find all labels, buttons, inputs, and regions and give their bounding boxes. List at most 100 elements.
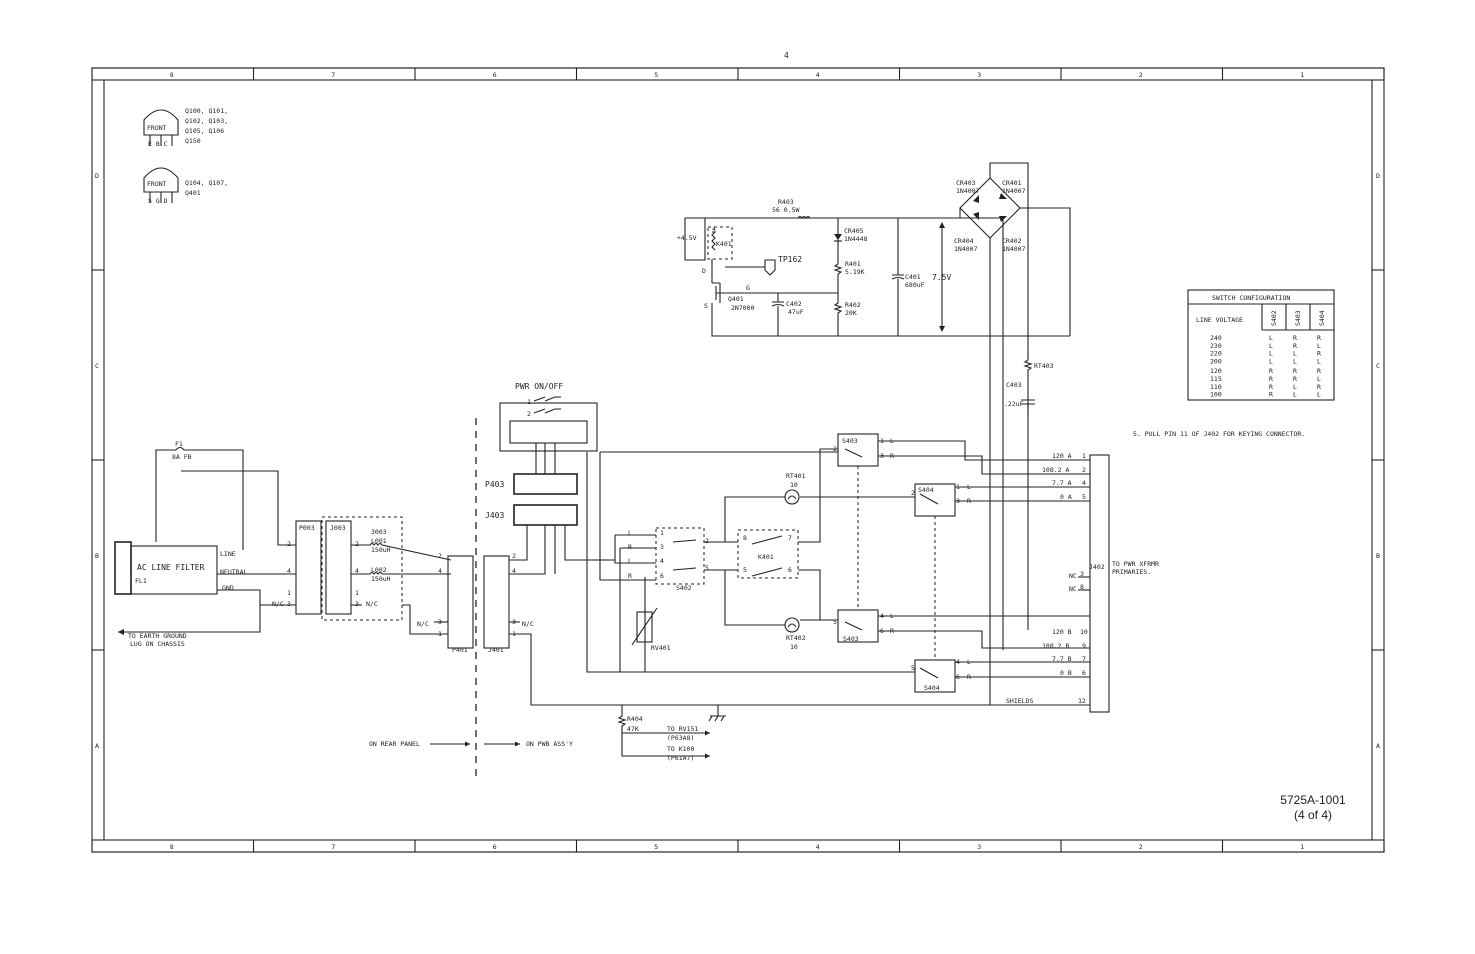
svg-text:1N4007: 1N4007 — [1002, 245, 1026, 253]
svg-text:5.19K: 5.19K — [845, 268, 865, 276]
config-setting: R — [1293, 375, 1297, 383]
svg-text:CR402: CR402 — [1002, 237, 1022, 245]
row-label: C — [95, 362, 99, 370]
svg-text:LINE: LINE — [220, 550, 236, 558]
config-setting: R — [1317, 334, 1321, 342]
pinout-part: Q100, Q101, — [185, 107, 228, 115]
drawing-sheet: (4 of 4) — [1293, 808, 1332, 822]
svg-text:LUG ON CHASSIS: LUG ON CHASSIS — [130, 640, 185, 648]
config-setting: R — [1317, 367, 1321, 375]
config-setting: R — [1269, 391, 1273, 399]
svg-text:10: 10 — [790, 481, 798, 489]
svg-text:CR403: CR403 — [956, 179, 976, 187]
svg-text:0 A: 0 A — [1060, 493, 1072, 501]
svg-text:CR404: CR404 — [954, 237, 974, 245]
config-setting: L — [1269, 357, 1273, 365]
svg-text:R404: R404 — [627, 715, 643, 723]
svg-text:N/C: N/C — [417, 620, 429, 628]
row-label: A — [95, 742, 99, 750]
power-switch[interactable]: PWR ON/OFF 1 2 — [499, 382, 598, 452]
svg-text:L: L — [628, 557, 632, 565]
svg-text:2: 2 — [705, 537, 709, 545]
svg-text:5: 5 — [1082, 493, 1086, 501]
svg-text:4: 4 — [1082, 479, 1086, 487]
switch-config-header: LINE VOLTAGE — [1196, 316, 1243, 324]
svg-text:RV401: RV401 — [651, 644, 671, 652]
svg-text:N/C: N/C — [366, 600, 378, 608]
svg-text:.22uF: .22uF — [1004, 400, 1024, 408]
svg-text:56 0.5W: 56 0.5W — [772, 206, 799, 214]
svg-text:J401: J401 — [488, 646, 504, 654]
svg-text:L002: L002 — [371, 566, 387, 574]
switch-s404-b[interactable]: S404 546 LR — [911, 658, 971, 693]
config-setting: L — [1293, 350, 1297, 358]
thermistor-rt402: RT402 10 — [724, 570, 806, 651]
svg-text:4: 4 — [355, 567, 359, 575]
svg-text:S403: S403 — [842, 437, 858, 445]
transistor-pinout-sgd: FRONT S G D Q104, Q107, Q401 — [143, 167, 228, 205]
svg-text:108.2 A: 108.2 A — [1042, 466, 1069, 474]
config-setting: L — [1317, 391, 1321, 399]
diode-cr405: CR405 1N4448 R401 5.19K R402 20K — [775, 217, 1000, 336]
svg-text:3: 3 — [355, 600, 359, 608]
panel-labels: ON REAR PANEL ON PWB ASS'Y — [369, 740, 573, 748]
svg-text:RT402: RT402 — [786, 634, 806, 642]
capacitor-c402: C402 47uF — [771, 293, 804, 336]
config-setting: L — [1317, 375, 1321, 383]
svg-text:2: 2 — [355, 540, 359, 548]
svg-text:CR405: CR405 — [844, 227, 864, 235]
svg-text:F1: F1 — [175, 440, 183, 448]
svg-text:R403: R403 — [778, 198, 794, 206]
switch-config-title: SWITCH CONFIGURATION — [1212, 294, 1290, 302]
svg-text:NC: NC — [1069, 572, 1077, 580]
svg-text:4: 4 — [712, 225, 716, 233]
config-setting: L — [1293, 357, 1297, 365]
drawing-number-id: 5725A-1001 — [1280, 793, 1346, 807]
svg-text:20K: 20K — [845, 309, 857, 317]
switch-s403-b[interactable]: S403 546 LR — [833, 609, 894, 643]
svg-text:4: 4 — [512, 567, 516, 575]
config-setting: R — [1269, 375, 1273, 383]
svg-text:TO K100: TO K100 — [667, 745, 694, 753]
svg-text:R: R — [628, 572, 632, 580]
svg-text:S403: S403 — [1294, 310, 1302, 326]
svg-text:S404: S404 — [924, 684, 940, 692]
switch-config-table: SWITCH CONFIGURATION LINE VOLTAGE S402 S… — [1187, 289, 1335, 401]
pinout-part: Q401 — [185, 189, 201, 197]
svg-text:7: 7 — [1082, 655, 1086, 663]
svg-text:(P61A7): (P61A7) — [667, 754, 694, 762]
svg-text:12: 12 — [1078, 697, 1086, 705]
svg-text:ON REAR PANEL: ON REAR PANEL — [369, 740, 420, 748]
switch-s403-a[interactable]: S403 213 LR — [833, 433, 894, 467]
config-setting: L — [1269, 334, 1273, 342]
pinout-part: Q105, Q106 — [185, 127, 224, 135]
switch-s404-a[interactable]: S404 213 LR — [911, 483, 971, 517]
transistor-pinout-ebc: FRONT E B C Q100, Q101, Q102, Q103, Q105… — [143, 107, 228, 148]
svg-text:3: 3 — [1080, 570, 1084, 578]
svg-text:108.2 B: 108.2 B — [1042, 642, 1069, 650]
svg-text:RT403: RT403 — [1034, 362, 1054, 370]
svg-text:N/C: N/C — [272, 600, 284, 608]
svg-text:3003: 3003 — [371, 528, 387, 536]
config-setting: R — [1269, 367, 1273, 375]
ac-line-filter: AC LINE FILTER FL1 LINE NEUTRAL GND — [114, 541, 247, 595]
column-label: 4 — [816, 71, 820, 79]
column-label: 8 — [170, 71, 174, 79]
resistor-r403: R403 56 0.5W — [772, 198, 811, 219]
svg-text:1N4007: 1N4007 — [956, 187, 980, 195]
svg-text:S: S — [704, 302, 708, 310]
column-label: 3 — [977, 71, 981, 79]
svg-text:R401: R401 — [845, 260, 861, 268]
config-voltage: 100 — [1210, 391, 1222, 399]
svg-text:K401: K401 — [758, 553, 774, 561]
svg-text:3: 3 — [660, 543, 664, 551]
svg-text:1N4007: 1N4007 — [1002, 187, 1026, 195]
svg-text:4: 4 — [660, 557, 664, 565]
row-label: B — [95, 552, 99, 560]
config-setting: L — [1293, 391, 1297, 399]
switch-s402[interactable]: S402 LR LR 13 46 25 RV401 — [599, 451, 838, 672]
pinout-front-label: FRONT — [147, 180, 167, 188]
